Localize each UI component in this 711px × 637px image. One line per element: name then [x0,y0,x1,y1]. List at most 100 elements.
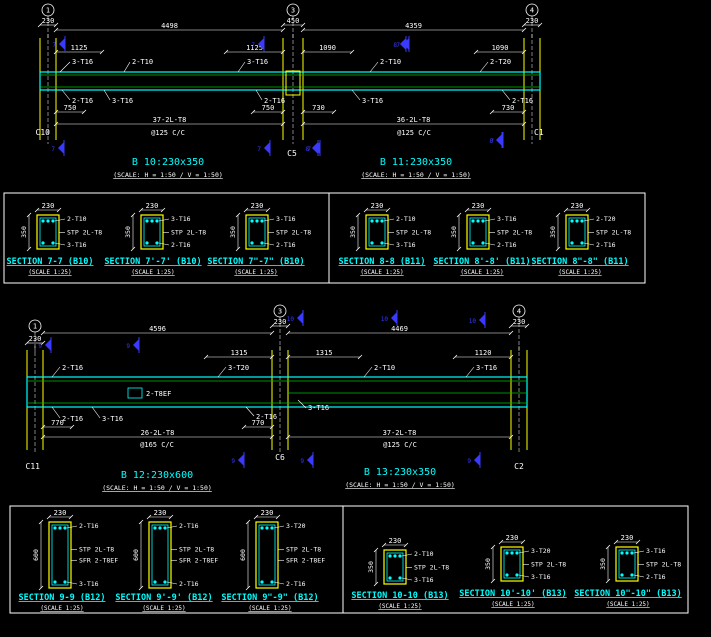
b10-bot-label-3: 2-T16 [264,97,285,105]
rebar-bottom [145,241,149,245]
dim-tick [223,49,229,55]
section-outline [245,214,269,250]
rebar-bottom [515,573,519,577]
rebar-top [630,551,634,555]
dim-tick [269,434,275,440]
section-outline [48,521,72,589]
b13-top-label-2: 3-T16 [476,364,497,372]
dim-tick [508,330,514,336]
leader [479,61,489,73]
dim-b13-top-left: 1315 [316,349,333,357]
dim-tick [235,246,241,252]
b12-title: B 12:230x600 [121,470,193,481]
dim-tick [53,121,59,127]
dim-tick [245,519,251,525]
dim-tick [464,207,470,213]
section-top-bar: 2-T20 [596,215,616,223]
section-top-bar: 2-T10 [67,215,87,223]
leader [501,89,511,101]
dim-tick [357,354,363,360]
section-width: 230 [154,509,167,517]
section-bottom-bar: 3-T16 [79,580,99,588]
leader [401,553,413,557]
dim-tick [521,22,527,28]
section-cut-7-3-arrow [58,142,64,154]
b13-title: B 13:230x350 [364,467,436,478]
b10-top-label-1: 3-T16 [72,58,93,66]
dim-b10-top-right: 1125 [246,44,263,52]
section-bottom-bar: 3-T16 [531,573,551,581]
section-scale: (SCALE 1:25) [248,605,291,612]
section-stirrup-label: STP 2L-T8 [67,229,102,237]
dim-tick [138,519,144,525]
dim-tick [203,354,209,360]
b12-bot-label-2: 3-T16 [102,415,123,423]
section-scale: (SCALE 1:25) [40,605,83,612]
section-outline [565,214,589,250]
b10-scale: (SCALE: H = 1:50 / V = 1:50) [113,171,223,179]
section-title: SECTION 9-9 (B12) [19,593,106,603]
beam-b10-b11 [39,71,541,91]
leader [484,242,496,246]
leader [54,218,66,222]
leader [363,366,373,378]
column-cut-c5 [285,70,301,96]
dim-tick [269,354,275,360]
section-scale: (SCALE 1:25) [558,269,601,276]
section-cut-8-2-num: 8 [489,138,493,145]
section-stirrup [386,552,404,582]
rebar-top [163,526,167,530]
dim-tick [521,27,527,33]
section-title: SECTION 9"-9" (B12) [221,593,318,603]
leader [351,89,361,101]
axis-4-bubble-bottom-label: 4 [517,308,521,316]
leader [583,218,595,222]
b13-bot-label-1: 3-T16 [308,404,329,412]
section-stirrup-label: STP 2L-T8 [79,546,114,554]
section-scale: (SCALE 1:25) [460,269,503,276]
b13-scale: (SCALE: H = 1:50 / V = 1:50) [345,481,455,489]
dim-tick [300,49,306,55]
dim-tick [269,323,275,329]
rebar-top [481,219,485,223]
section-width: 230 [42,202,55,210]
dim-tick [245,585,251,591]
rebar-top [46,219,50,223]
dim-tick [99,49,105,55]
rebar-top [53,526,57,530]
section-top-bar: 3-T20 [286,522,306,530]
rebar-bottom [370,241,374,245]
dim-tick [300,109,306,115]
section-top-bar: 3-T16 [171,215,191,223]
dim-b11-top-left: 1090 [319,44,336,52]
section-stirrup [51,524,69,586]
leader [158,242,170,246]
b10-title: B 10:230x350 [132,157,204,168]
section-cut-10-1-num: 10 [381,316,389,323]
section-cut-7-5-num: 7 [307,146,311,153]
section-stirrup [469,217,487,247]
section-stirrup [568,217,586,247]
rebar-bottom [481,241,485,245]
leader [66,525,78,529]
section-title: SECTION 8-8 (B11) [339,257,426,267]
section-bottom-bar: 3-T16 [67,241,87,249]
sections-frame-b13 [342,505,689,614]
dim-tick [486,207,492,213]
section-cut-9-0-arrow [45,339,51,351]
section-cut-7-1-arrow [258,38,264,50]
leader [383,242,395,246]
axis-4-bubble-label: 4 [530,7,534,15]
leader [237,61,246,73]
dim-tick [508,354,514,360]
section-outline [466,214,490,250]
rebar-top [510,551,514,555]
rebar-top [155,219,159,223]
leader [633,574,645,578]
rebar-top [575,219,579,223]
section-stirrup [618,549,636,579]
rebar-top [158,526,162,530]
section-top-bar: 3-T16 [646,547,666,555]
dim-tick [146,514,152,520]
